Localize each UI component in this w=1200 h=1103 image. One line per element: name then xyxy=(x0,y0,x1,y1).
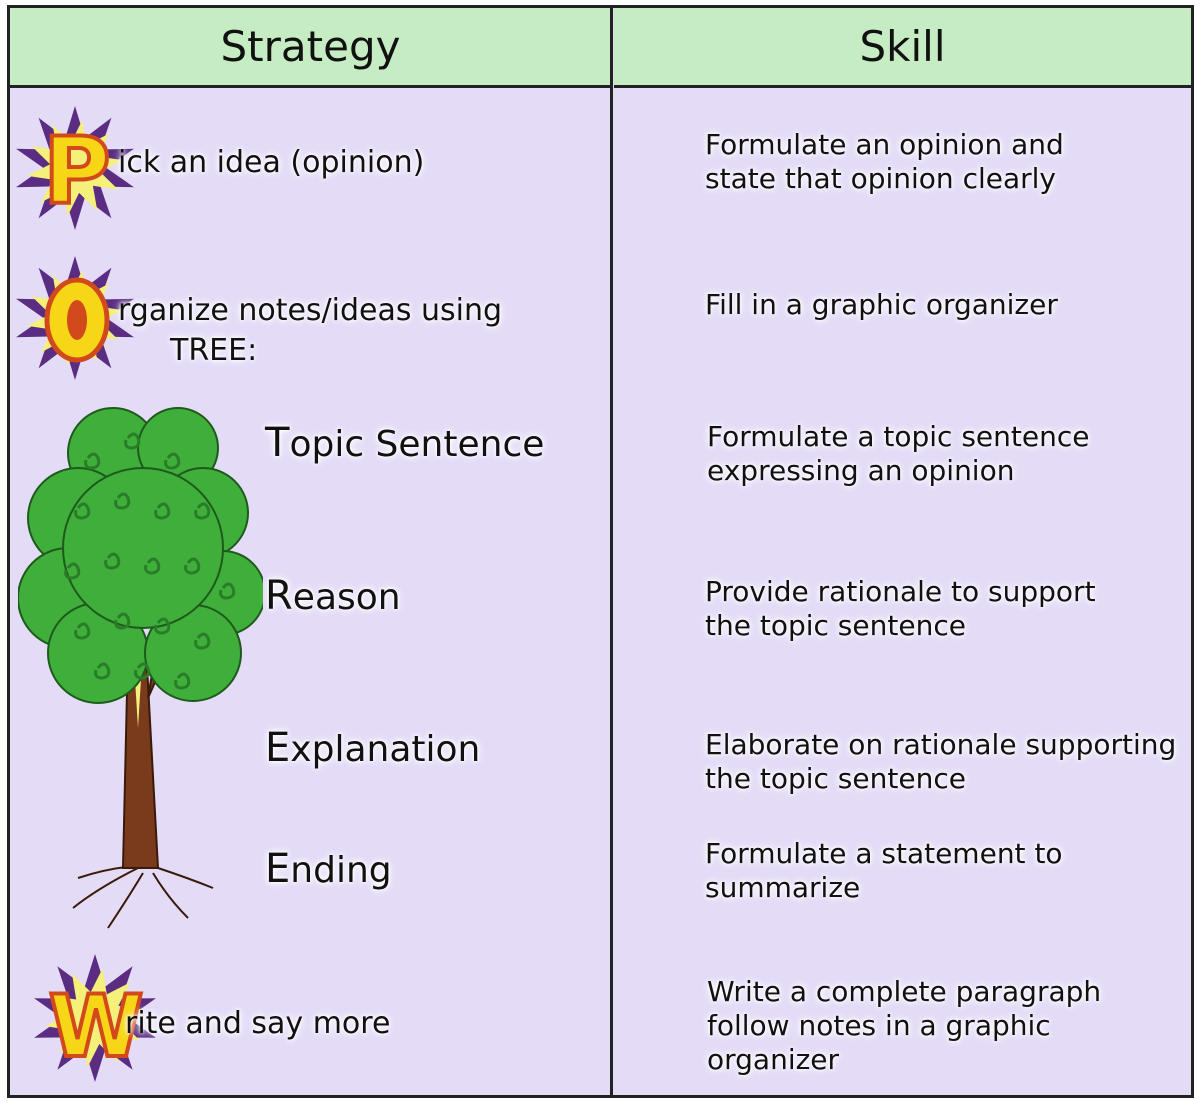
skill-line: summarize xyxy=(705,871,861,904)
tree-item-cap: E xyxy=(265,846,291,892)
tree-item-cap: E xyxy=(265,725,291,771)
skill-line: organizer xyxy=(707,1043,840,1076)
strategy-pick: ick an idea (opinion) xyxy=(118,145,425,180)
skill-1: Formulate an opinion and state that opin… xyxy=(705,128,1064,196)
skill-7: Write a complete paragraph follow notes … xyxy=(707,975,1101,1077)
skill-5: Elaborate on rationale supporting the to… xyxy=(705,728,1176,796)
header-strategy: Strategy xyxy=(10,8,611,88)
skill-line: follow notes in a graphic xyxy=(707,1009,1051,1042)
p-starburst-icon: P xyxy=(16,106,134,230)
skill-line: expressing an opinion xyxy=(707,454,1015,487)
skill-line: Provide rationale to support xyxy=(705,575,1096,608)
tree-icon xyxy=(18,407,263,929)
header-skill: Skill xyxy=(614,8,1191,88)
p-letter: P xyxy=(43,118,110,225)
skill-line: the topic sentence xyxy=(705,762,966,795)
tree-item-rest: eason xyxy=(292,577,401,618)
skill-6: Formulate a statement to summarize xyxy=(705,837,1063,905)
tree-item-cap: T xyxy=(265,420,290,466)
w-letter: W xyxy=(49,977,144,1077)
tree-item-explanation: Explanation xyxy=(265,725,480,771)
skill-2: Fill in a graphic organizer xyxy=(705,288,1058,322)
skill-4: Provide rationale to support the topic s… xyxy=(705,575,1096,643)
column-divider xyxy=(610,8,613,1095)
strategy-organize-line2: TREE: xyxy=(170,333,258,368)
skill-line: Elaborate on rationale supporting xyxy=(705,728,1177,761)
w-starburst-icon: W xyxy=(34,954,156,1082)
strategy-write: rite and say more xyxy=(125,1006,391,1041)
o-starburst-icon xyxy=(16,256,134,380)
skill-line: Formulate a statement to xyxy=(705,837,1063,870)
skill-line: Fill in a graphic organizer xyxy=(705,288,1058,321)
tree-item-rest: opic Sentence xyxy=(289,424,545,465)
skill-line: the topic sentence xyxy=(705,609,966,642)
tree-item-ending: Ending xyxy=(265,846,392,892)
tree-item-rest: xplanation xyxy=(290,729,481,770)
skill-line: state that opinion clearly xyxy=(705,162,1056,195)
tree-item-reason: Reason xyxy=(265,573,401,619)
tree-item-topic-sentence: Topic Sentence xyxy=(265,420,544,466)
tree-item-cap: R xyxy=(265,573,293,619)
skill-line: Formulate a topic sentence xyxy=(707,420,1090,453)
strategy-organize-line1: rganize notes/ideas using xyxy=(118,293,503,328)
strategy-skill-table: Strategy Skill P ick an idea (opinion) r… xyxy=(7,5,1194,1098)
skill-3: Formulate a topic sentence expressing an… xyxy=(707,420,1089,488)
skill-line: Write a complete paragraph xyxy=(707,975,1102,1008)
tree-item-rest: nding xyxy=(290,850,392,891)
skill-line: Formulate an opinion and xyxy=(705,128,1064,161)
